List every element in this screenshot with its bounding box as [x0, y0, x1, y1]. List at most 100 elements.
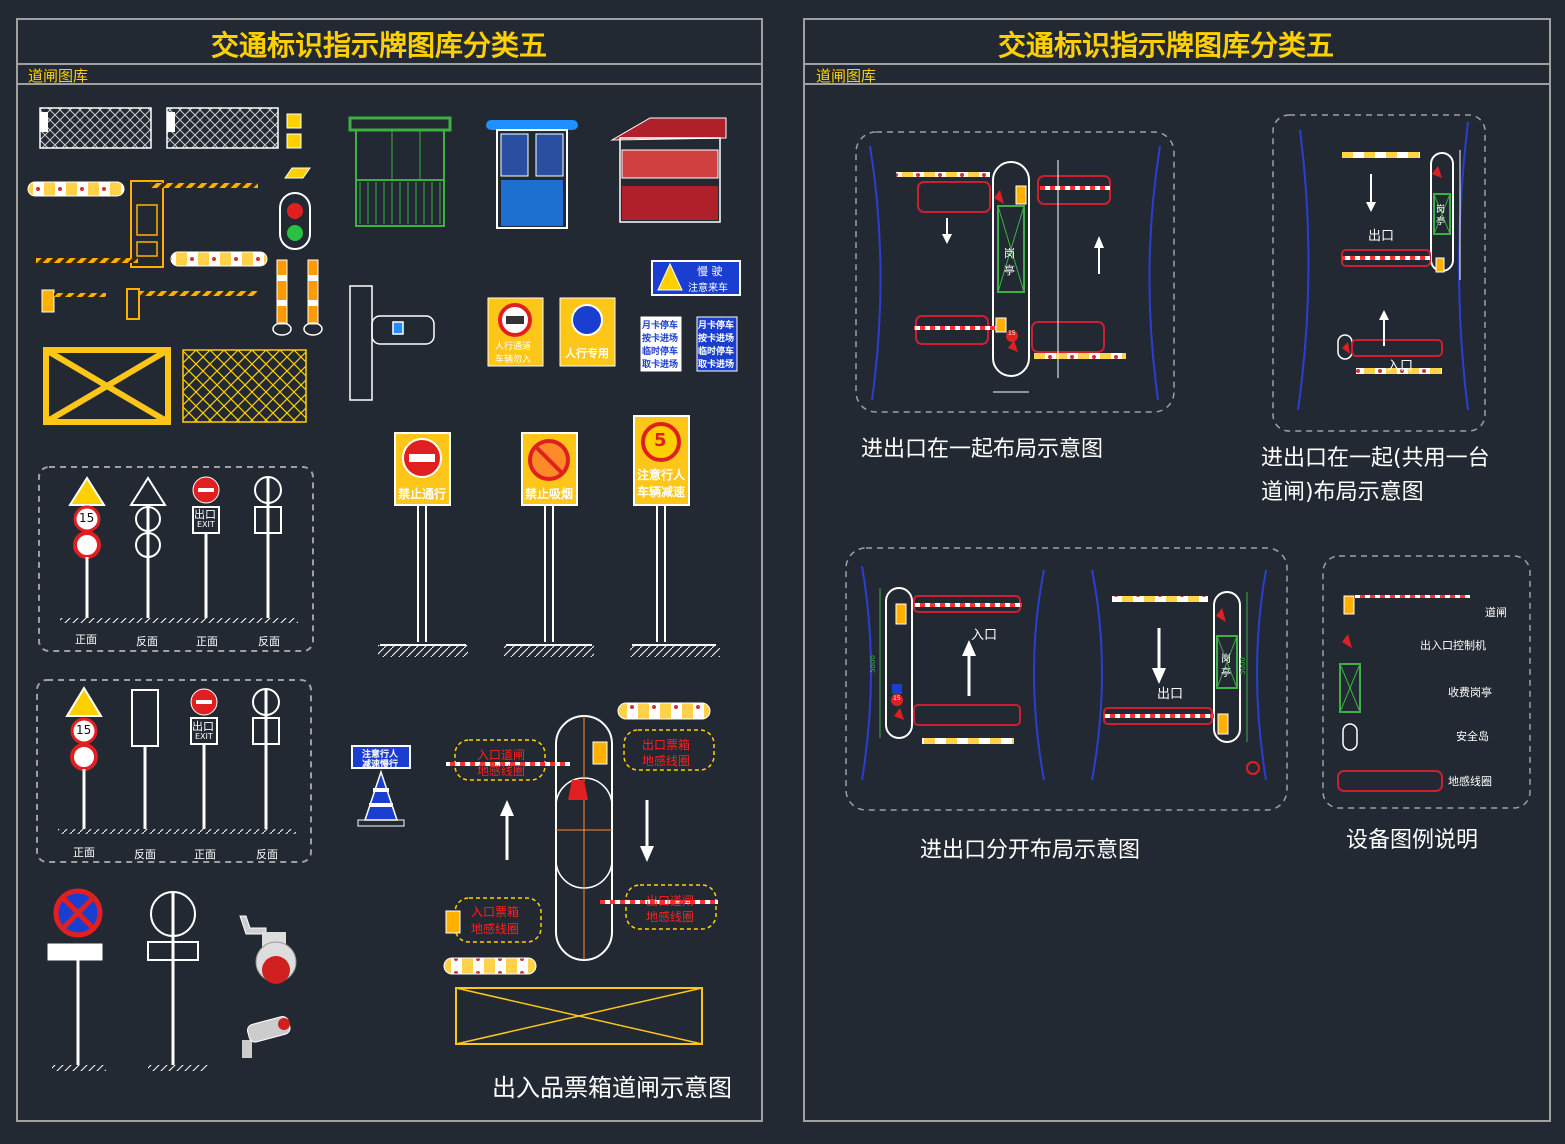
- booth-label: 亭: [1436, 217, 1446, 227]
- barrier-gate: [126, 288, 257, 320]
- traffic-light: [279, 192, 311, 250]
- no-car-entry-text: 车辆勿入: [495, 355, 532, 365]
- left-title: 交通标识指示牌图库分类五: [211, 29, 548, 62]
- legend-item-loop: 地感线圈: [1448, 775, 1492, 788]
- speed-bump: [170, 251, 268, 267]
- legend-item-controller: 出入口控制机: [1420, 639, 1486, 652]
- temp-card-text: 临时停车: [642, 347, 679, 357]
- pedestrian-only-sign: [559, 297, 616, 367]
- booth-label: 岗: [1004, 247, 1015, 260]
- grid-marking-box: [182, 349, 307, 423]
- sign-group-box-2: [36, 679, 312, 863]
- watch-sign-text: 注意来车: [688, 283, 728, 294]
- booth-label: 岗: [1221, 654, 1231, 665]
- exit-loop-label: 地感线圈: [646, 910, 695, 924]
- booth-label: 亭: [1221, 668, 1231, 679]
- booth-label: 亭: [1004, 264, 1015, 277]
- back-label: 反面: [258, 635, 280, 648]
- speed-label: 15: [1008, 330, 1016, 337]
- folding-fence-1: [39, 107, 152, 149]
- shared-caption-line2: 道闸)布局示意图: [1261, 480, 1424, 505]
- blue-booth: [486, 120, 578, 229]
- front-label: 正面: [194, 848, 216, 861]
- back-label: 反面: [134, 848, 156, 861]
- careful-text: 注意行人: [637, 468, 686, 482]
- legend-item-island: 安全岛: [1456, 730, 1489, 743]
- monthly-card-sign: [640, 316, 682, 372]
- separate-layout-diagram: [845, 547, 1288, 811]
- green-booth: [348, 116, 452, 227]
- monthly-card-text-blue: 月卡停车: [698, 321, 735, 331]
- barrier-arm: [150, 183, 258, 188]
- back-label: 反面: [136, 635, 158, 648]
- entry-loop-label: 地感线圈: [477, 764, 526, 778]
- exit-en-text: EXIT: [195, 732, 213, 741]
- monthly-card-sign: [696, 316, 738, 372]
- right-section-label: 道闸图库: [816, 67, 877, 85]
- careful-text: 车辆减速: [637, 485, 686, 499]
- exit-box-label: 出口票箱: [642, 738, 691, 752]
- entry-loop-label: 入口道闸: [477, 748, 526, 762]
- speed-bump: [27, 181, 125, 197]
- together-layout-diagram: [855, 131, 1175, 413]
- right-frame: [803, 18, 1551, 1122]
- together-caption: 进出口在一起布局示意图: [861, 437, 1104, 462]
- ticket-box-diagram: [443, 702, 718, 1045]
- pedestrian-channel-text: 人行通道: [495, 342, 532, 352]
- traffic-cone: [351, 745, 411, 827]
- dimension-label: 5000: [1238, 657, 1247, 675]
- left-section-label: 道闸图库: [28, 67, 89, 85]
- pedestrian-only-text: 人行专用: [565, 347, 609, 360]
- speed-limit-post: [630, 415, 720, 657]
- temp-card-text-blue: 临时停车: [698, 347, 735, 357]
- sign-post-group-2: [58, 686, 296, 834]
- separate-caption: 进出口分开布局示意图: [920, 838, 1141, 863]
- barrier-arm: [36, 258, 138, 263]
- round-sign-back-post: [147, 891, 208, 1071]
- back-label: 反面: [256, 848, 278, 861]
- exit-label: 出口: [1157, 687, 1184, 702]
- front-label: 正面: [75, 633, 97, 646]
- cone-text: 减速慢行: [362, 760, 399, 770]
- bollard: [272, 259, 292, 336]
- left-frame: [16, 18, 763, 1122]
- turnstile: [349, 285, 435, 401]
- entry-box-label: 地感线圈: [471, 922, 520, 936]
- slow-sign: [651, 260, 741, 296]
- exit-box-label: 地感线圈: [642, 754, 691, 768]
- no-parking-post: [47, 888, 106, 1071]
- speed-5-text: 5: [654, 430, 667, 451]
- legend-caption: 设备图例说明: [1346, 828, 1479, 853]
- speed-15-text: 15: [76, 723, 92, 737]
- right-title: 交通标识指示牌图库分类五: [998, 29, 1335, 62]
- legend-item-gate: 道闸: [1485, 606, 1507, 619]
- sign-group-box-1: [38, 466, 314, 652]
- sign-post-group-1: [60, 476, 298, 623]
- red-booth: [610, 117, 727, 223]
- shared-gate-diagram: [1272, 114, 1486, 432]
- warning-lamps: [284, 113, 311, 179]
- exit-loop-label: 出口道闸: [646, 894, 695, 908]
- front-label: 正面: [196, 635, 218, 648]
- speed-15-text: 15: [79, 511, 95, 525]
- folding-fence-2: [166, 107, 279, 149]
- exit-cn-text: 出口: [194, 508, 216, 521]
- no-entry-post: [378, 432, 468, 657]
- entry-box-label: 入口票箱: [471, 905, 520, 919]
- entry-label: 入口: [971, 628, 998, 643]
- entry-label: 入口: [1387, 359, 1414, 374]
- monthly-card-text-blue: 按卡进场: [698, 334, 735, 344]
- exit-label: 出口: [1368, 229, 1395, 244]
- slow-sign-text: 慢 驶: [697, 265, 723, 278]
- bollard: [303, 259, 323, 336]
- dome-camera: [239, 915, 297, 984]
- bullet-camera: [242, 1016, 291, 1058]
- booth-label: 岗: [1436, 205, 1446, 215]
- exit-cn-text: 出口: [192, 720, 214, 733]
- cone-text: 注意行人: [362, 750, 399, 760]
- temp-card-text: 取卡进场: [642, 360, 679, 370]
- monthly-card-text: 按卡进场: [642, 334, 679, 344]
- no-smoke-text: 禁止吸烟: [525, 487, 574, 501]
- no-parking-box: [43, 347, 171, 425]
